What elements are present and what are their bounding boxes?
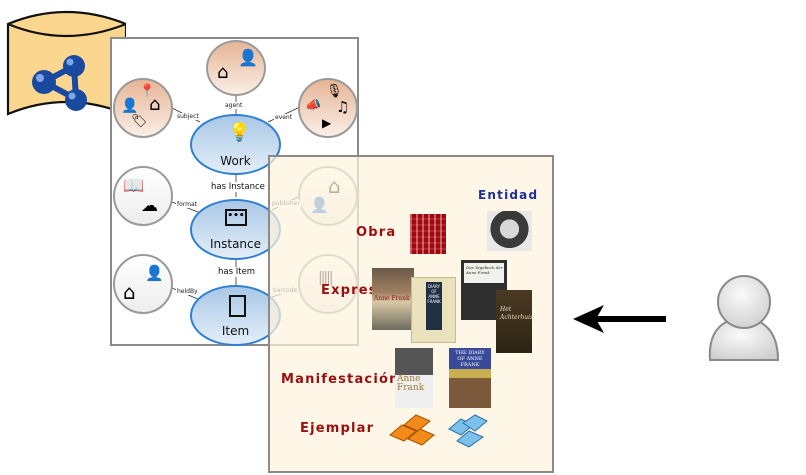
- lightbulb-icon: 💡: [228, 122, 251, 143]
- manifestation-cover-1: Anne Frank: [395, 348, 433, 408]
- edge-label-agent: agent: [224, 102, 244, 109]
- music-note-icon: ♫: [336, 98, 350, 116]
- location-pin-icon: 📍: [139, 84, 156, 99]
- item-books-blue-icon: [448, 414, 488, 448]
- video-icon: ▶: [322, 116, 332, 130]
- edge-label-subject: subject: [176, 113, 200, 120]
- house-icon: ⌂: [123, 280, 136, 304]
- event-node: 📣 🎙 ♫ ▶: [298, 78, 358, 138]
- megaphone-icon: 📣: [305, 98, 322, 113]
- format-node: 📖 ☁: [113, 166, 173, 226]
- work-plaid-image: [410, 214, 446, 254]
- level-manifestacion: Manifestación: [281, 372, 400, 387]
- linked-data-database-icon: [6, 10, 126, 116]
- level-ejemplar: Ejemplar: [300, 421, 375, 436]
- work-label: Work: [220, 154, 251, 168]
- house-icon: ⌂: [217, 62, 229, 83]
- share-icon: [32, 55, 87, 111]
- instance-node: ••• Instance: [190, 199, 281, 260]
- expression-cover-1: Anne Frank: [372, 268, 414, 330]
- left-arrow-icon: [573, 305, 666, 333]
- work-node: 💡 Work: [190, 114, 281, 175]
- person-icon: 👤: [145, 264, 164, 282]
- manifestation-cover-2: THE DIARY OF ANNE FRANK: [449, 348, 491, 408]
- edge-label-event: event: [274, 114, 294, 121]
- item-label: Item: [221, 324, 250, 338]
- agent-node: ⌂ 👤: [206, 40, 266, 96]
- has-item-label: has Item: [218, 267, 256, 277]
- tag-icon: 🏷: [131, 114, 148, 129]
- item-books-orange-icon: [389, 414, 435, 446]
- notebook-icon: [229, 295, 246, 317]
- item-node: Item: [190, 285, 281, 346]
- user-avatar-icon: [708, 275, 780, 361]
- has-instance-label: has Instance: [211, 182, 265, 192]
- person-icon: 👤: [238, 48, 258, 67]
- expression-cover-4: Het Achterhuis: [496, 290, 533, 353]
- person-icon: 👤: [121, 98, 139, 114]
- portrait-photo: [487, 211, 532, 251]
- heldby-node: ⌂ 👤: [113, 254, 173, 314]
- speech-bubble-icon: •••: [225, 209, 247, 226]
- instance-label: Instance: [209, 237, 262, 251]
- edge-label-format: format: [176, 201, 199, 208]
- microphone-icon: 🎙: [326, 84, 343, 99]
- expression-cover-2: DIARY OF ANNE FRANK: [411, 277, 456, 343]
- book-icon: 📖: [123, 176, 145, 196]
- house-icon: ⌂: [149, 94, 161, 115]
- edge-label-heldby: heldBy: [176, 288, 199, 295]
- level-obra: Obra: [356, 225, 397, 240]
- entity-heading: Entidad: [478, 188, 539, 202]
- subject-node: 👤 📍 ⌂ 🏷: [113, 78, 173, 138]
- cloud-icon: ☁: [141, 196, 158, 216]
